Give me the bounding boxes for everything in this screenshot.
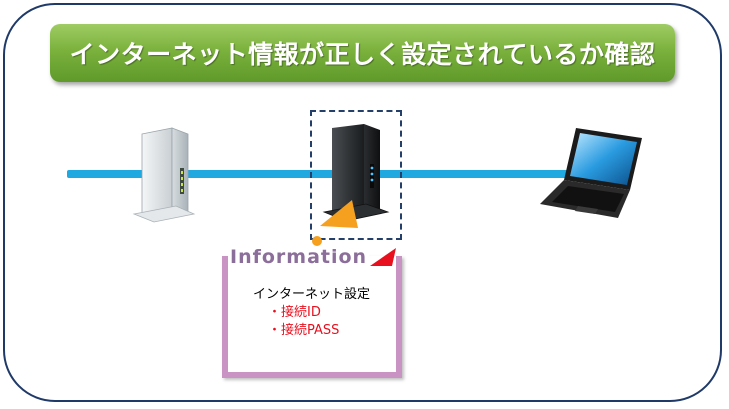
info-panel: [222, 256, 402, 378]
callout-pointer-icon: [320, 200, 358, 228]
info-heading: インターネット設定: [253, 287, 371, 302]
router-highlight: [310, 110, 402, 240]
title-banner: インターネット情報が正しく設定されているか確認: [50, 24, 675, 82]
info-accent-icon: [370, 248, 396, 266]
modem-icon: [132, 127, 196, 223]
info-panel-label: Information: [228, 246, 370, 268]
router-icon: [322, 124, 390, 222]
diagram-title: インターネット情報が正しく設定されているか確認: [69, 40, 656, 69]
laptop-icon: [540, 128, 642, 218]
info-item-connection-pass: ・接続PASS: [268, 323, 340, 338]
info-item-connection-id: ・接続ID: [268, 305, 321, 320]
callout-dot-large: [312, 236, 322, 246]
